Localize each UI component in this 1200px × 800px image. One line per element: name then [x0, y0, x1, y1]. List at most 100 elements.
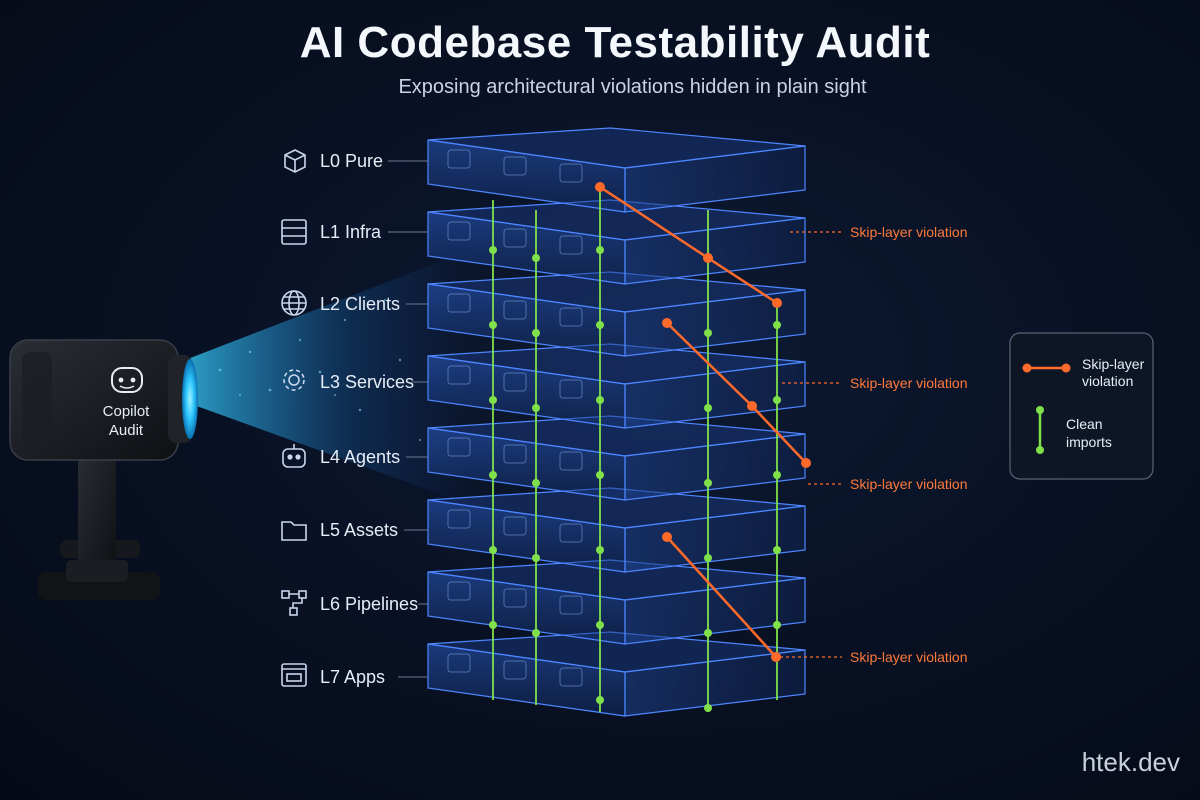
layer-slab-l0	[427, 127, 806, 213]
import-node	[596, 321, 604, 329]
robot-icon	[282, 444, 306, 468]
layer-name: L3 Services	[320, 372, 414, 392]
clean-import-line	[773, 300, 781, 700]
violation-label: Skip-layer violation	[850, 649, 968, 665]
module-glyph	[559, 451, 583, 471]
module-glyph	[447, 509, 471, 529]
legend-violation: Skip-layer violation	[1022, 356, 1145, 389]
layer-slab-l7	[427, 631, 806, 717]
import-node	[773, 621, 781, 629]
import-node	[532, 629, 540, 637]
import-node	[704, 404, 712, 412]
layer-label-l3: L3 Services	[283, 369, 428, 392]
module-glyph	[447, 149, 471, 169]
import-node	[596, 246, 604, 254]
import-node	[596, 471, 604, 479]
layer-slab-l6	[427, 559, 806, 645]
module-glyph	[503, 300, 527, 320]
module-glyph	[447, 581, 471, 601]
violation-callout-1: Skip-layer violation	[790, 224, 968, 240]
import-node	[596, 546, 604, 554]
layer-label-l7: L7 Apps	[281, 663, 428, 687]
skip-layer-violation-lines	[595, 182, 811, 662]
layer-name: L4 Agents	[320, 447, 400, 467]
skip-layer-violation-line	[595, 182, 782, 308]
layer-name: L0 Pure	[320, 151, 383, 171]
violation-node	[801, 458, 811, 468]
gear-icon	[283, 369, 305, 391]
import-node	[596, 396, 604, 404]
violation-node	[772, 298, 782, 308]
violation-label: Skip-layer violation	[850, 476, 968, 492]
violation-callout-3: Skip-layer violation	[808, 476, 968, 492]
import-node	[489, 621, 497, 629]
violation-callout-4: Skip-layer violation	[780, 649, 968, 665]
module-glyph	[447, 437, 471, 457]
layer-label-l4: L4 Agents	[282, 444, 428, 468]
folder-icon	[281, 521, 307, 541]
import-node	[704, 479, 712, 487]
module-glyph	[503, 372, 527, 392]
import-node	[596, 696, 604, 704]
layer-slab-l4	[427, 415, 806, 501]
import-node	[773, 471, 781, 479]
layer-label-l6: L6 Pipelines	[281, 590, 428, 616]
import-node	[489, 321, 497, 329]
violation-node	[595, 182, 605, 192]
violation-node	[662, 532, 672, 542]
violation-node	[662, 318, 672, 328]
layer-slab-l2	[427, 271, 806, 357]
layer-label-list: L0 Pure L1 Infra L2 Clients L3 Services	[281, 149, 428, 687]
clean-import-lines	[489, 190, 781, 712]
module-glyph	[559, 163, 583, 183]
clean-import-line	[489, 200, 497, 700]
layer-slab-l3	[427, 343, 806, 429]
violation-node	[703, 253, 713, 263]
import-node	[704, 554, 712, 562]
layer-name: L5 Assets	[320, 520, 398, 540]
module-glyph	[447, 293, 471, 313]
module-glyph	[559, 667, 583, 687]
legend: Skip-layer violation Clean imports	[1009, 332, 1154, 480]
module-glyph	[503, 228, 527, 248]
layer-label-l2: L2 Clients	[281, 290, 428, 316]
violation-node	[771, 652, 781, 662]
device-label-line1: Copilot	[103, 403, 151, 420]
robot-face-icon	[111, 367, 143, 393]
import-node	[773, 396, 781, 404]
module-glyph	[503, 588, 527, 608]
page-title: AI Codebase Testability Audit	[299, 18, 931, 67]
device-label-line2: Audit	[109, 422, 144, 439]
module-glyph	[503, 156, 527, 176]
cube-icon	[284, 149, 306, 173]
server-icon	[281, 219, 307, 245]
copilot-audit-device: Copilot Audit	[9, 339, 198, 600]
layer-name: L2 Clients	[320, 294, 400, 314]
import-node	[704, 629, 712, 637]
clean-import-line	[596, 190, 604, 712]
import-node	[489, 396, 497, 404]
skip-layer-violation-line	[662, 532, 781, 662]
import-node	[532, 479, 540, 487]
import-node	[532, 254, 540, 262]
globe-icon	[281, 290, 307, 316]
layer-slab-l5	[427, 487, 806, 573]
scan-beam	[180, 250, 470, 505]
module-glyph	[503, 660, 527, 680]
import-node	[704, 704, 712, 712]
layer-stack	[427, 127, 806, 717]
beam-particles	[218, 299, 421, 441]
import-node	[489, 246, 497, 254]
import-node	[532, 404, 540, 412]
import-node	[489, 546, 497, 554]
skip-layer-violation-line	[662, 318, 811, 468]
app-window-icon	[281, 663, 307, 687]
module-glyph	[503, 444, 527, 464]
brand-watermark: htek.dev	[1081, 747, 1180, 777]
module-glyph	[559, 595, 583, 615]
violation-node	[747, 401, 757, 411]
layer-name: L1 Infra	[320, 222, 382, 242]
import-node	[532, 329, 540, 337]
layer-slab-l1	[427, 199, 806, 285]
